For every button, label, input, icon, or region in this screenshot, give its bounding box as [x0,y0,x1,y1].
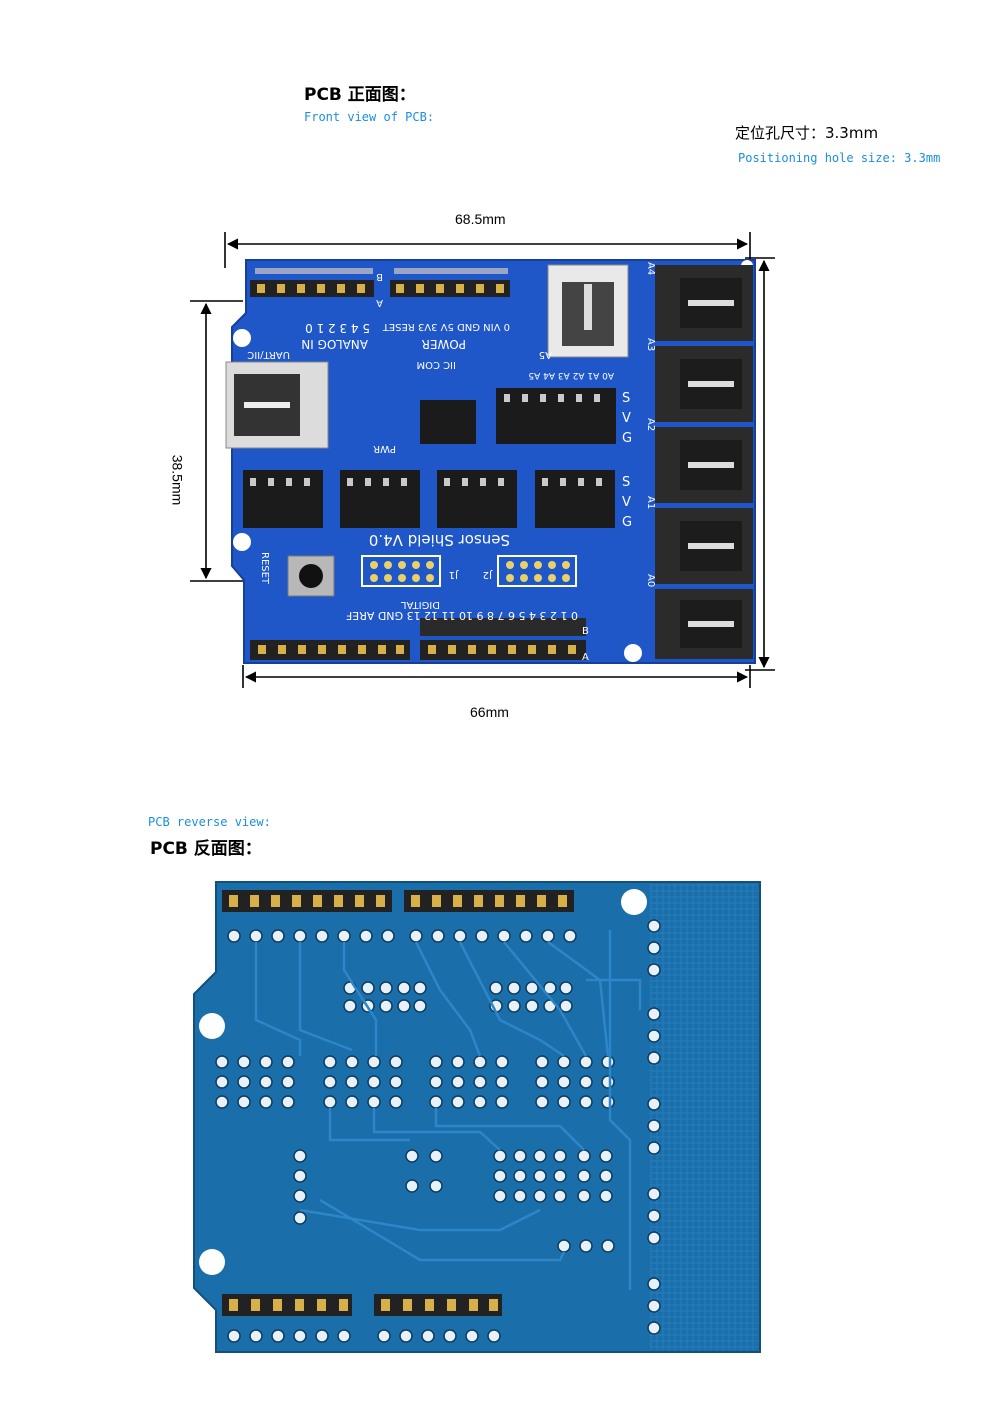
silk-header-a2: A [582,652,589,663]
bottom-header-digital-high [420,640,586,660]
right-analog-connectors [655,265,753,659]
ground-plane-hatch [650,884,758,1350]
reverse-pcb-board [193,881,761,1353]
dimension-width-bottom: 66mm [470,704,509,720]
silk-analog-in: ANALOG IN [301,337,368,351]
mounting-hole [199,1249,225,1275]
silk-i2c-com: IIC COM [416,359,456,370]
silk-a3: A3 [645,338,656,351]
silk-v: V [622,495,631,510]
silk-a2: A2 [645,418,656,431]
front-title-en: Front view of PCB: [304,110,435,124]
reverse-top-header [222,890,574,912]
silk-header-b: B [376,271,383,282]
silk-s: S [622,475,630,490]
silk-header-a: A [376,297,383,308]
mounting-hole [621,889,647,915]
silk-v: V [622,411,631,426]
hole-size-zh: 定位孔尺寸：3.3mm [735,124,879,142]
hole-size-en: Positioning hole size: 3.3mm [738,151,941,165]
silk-power: POWER [422,337,466,351]
mounting-hole [233,329,251,347]
silk-pwr: PWR [373,443,396,454]
top-header-analog [250,280,374,297]
reverse-bottom-header [222,1294,502,1316]
silk-j2: J2 [483,569,493,580]
mounting-hole [199,1013,225,1039]
mounting-hole [624,644,642,662]
reverse-pads [215,919,661,1343]
top-header-power [390,280,510,297]
silk-sensor-shield: Sensor Shield V4.0 [369,531,510,549]
dimension-lines [190,232,775,688]
silk-a5: A5 [539,349,552,360]
reverse-traces [254,930,642,1290]
silk-a0: A0 [645,574,656,587]
front-title-zh: PCB 正面图： [304,85,416,105]
silk-g: G [622,431,632,446]
bottom-header-digital-low [250,640,410,660]
silk-a4: A4 [645,262,656,275]
mounting-hole [233,533,251,551]
silk-digital-pins: 0 1 2 3 4 5 6 7 8 9 10 11 12 13 GND AREF [346,609,578,622]
reverse-pcb-figure [193,881,761,1353]
silk-digital: DIGITAL [400,599,440,610]
silk-power-pins: 0 VIN GND 5V 3V3 RESET [382,321,510,332]
reverse-title-zh: PCB 反面图： [150,839,262,859]
pads-j2 [497,555,577,587]
pads-j1 [361,555,441,587]
silk-header-b2: B [582,626,589,637]
silk-analog-pins: 5 4 3 2 1 0 [305,321,370,335]
silk-reset: RESET [259,552,270,585]
silk-a1: A1 [645,496,656,509]
dimension-width-top: 68.5mm [455,211,506,227]
silk-analog-row: A0 A1 A2 A3 A4 A5 [528,370,614,380]
silk-uart-iic: UART/IIC [247,349,290,360]
silk-j1: J1 [449,569,459,580]
silk-s: S [622,391,630,406]
silk-g: G [622,515,632,530]
front-pcb-figure: ANALOG IN 5 4 3 2 1 0 POWER 0 VIN GND 5V… [190,232,775,688]
reverse-title-en: PCB reverse view: [148,815,271,829]
